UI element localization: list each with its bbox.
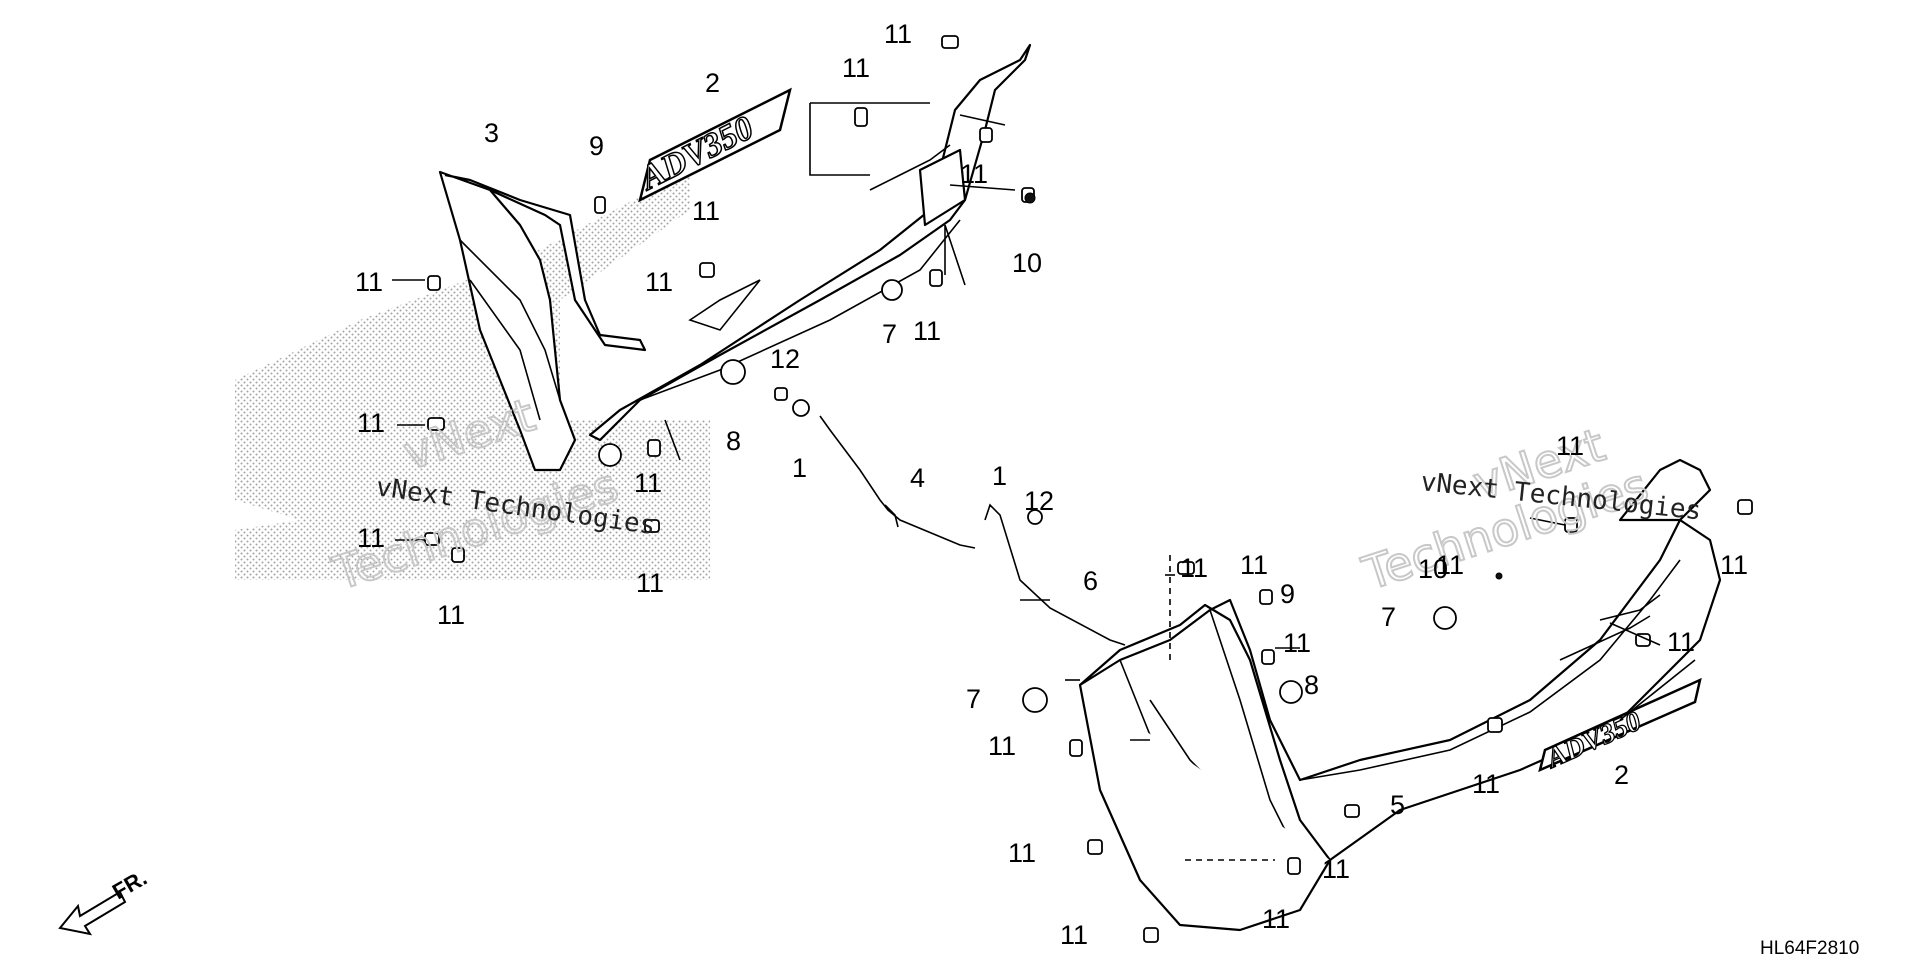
callout-8-right: 8	[1304, 670, 1319, 700]
callout-11: 11	[357, 523, 385, 553]
arrow-icon	[58, 890, 127, 936]
callout-11: 11	[913, 316, 941, 346]
callout-11: 11	[842, 53, 870, 83]
callout-12-mid: 12	[1024, 486, 1054, 516]
callout-11: 11	[355, 267, 383, 297]
callout-6: 6	[1083, 566, 1098, 596]
part-5-side-cover	[1078, 518, 1722, 862]
callout-2-right: 2	[1614, 760, 1629, 790]
callout-11: 11	[1472, 769, 1500, 799]
callout-11: 11	[1667, 627, 1695, 657]
callout-11: 11	[634, 468, 662, 498]
part-3-inner-cover	[438, 170, 647, 472]
part-4-frame-upper	[588, 43, 1032, 442]
callout-4: 4	[910, 463, 925, 493]
callout-11: 11	[1240, 550, 1268, 580]
callout-8-top: 8	[726, 426, 741, 456]
callout-11: 11	[357, 408, 385, 438]
callouts: 2 3 9 11 11 11 11 11 11 11 11 11 11 11 1…	[355, 19, 1748, 950]
callout-11: 11	[1262, 904, 1290, 934]
svg-text:ADV350: ADV350	[633, 109, 759, 198]
callout-11: 11	[1283, 628, 1311, 658]
callout-11: 11	[1556, 431, 1584, 461]
callout-12-top: 12	[770, 344, 800, 374]
callout-11: 11	[1060, 920, 1088, 950]
diagram-code: HL64F2810	[1760, 938, 1859, 959]
part-4-rod	[819, 415, 976, 549]
callout-7-top: 7	[882, 319, 897, 349]
callout-11: 11	[1322, 854, 1350, 884]
callout-9-right: 9	[1280, 579, 1295, 609]
callout-11: 11	[988, 731, 1016, 761]
left-fasteners	[424, 35, 1043, 563]
callout-1-top: 1	[792, 453, 807, 483]
leader-lines	[392, 102, 1696, 741]
callout-7-lower: 7	[966, 684, 981, 714]
callout-11: 11	[884, 19, 912, 49]
callout-10-right: 10	[1418, 554, 1448, 584]
callout-7-right: 7	[1381, 602, 1396, 632]
callout-10-top: 10	[1012, 248, 1042, 278]
callout-1-mid: 1	[992, 461, 1007, 491]
callout-11: 11	[437, 600, 465, 630]
callout-3: 3	[484, 118, 499, 148]
callout-11: 11	[692, 196, 720, 226]
callout-11: 11	[1720, 550, 1748, 580]
callout-9-top: 9	[589, 131, 604, 161]
callout-11: 11	[960, 159, 988, 189]
part-6-rod	[984, 503, 1126, 646]
front-direction-arrow: FR.	[58, 865, 151, 936]
callout-11: 11	[636, 568, 664, 598]
callout-5: 5	[1390, 790, 1405, 820]
right-fasteners	[1022, 499, 1753, 943]
callout-11: 11	[1008, 838, 1036, 868]
stipple-background	[235, 170, 710, 580]
callout-11: 11	[645, 267, 673, 297]
callout-11: 11	[1180, 553, 1208, 583]
callout-11: 11	[1436, 550, 1464, 580]
callout-2-top: 2	[705, 68, 720, 98]
part-2-emblem-top: ADV350	[632, 87, 792, 203]
